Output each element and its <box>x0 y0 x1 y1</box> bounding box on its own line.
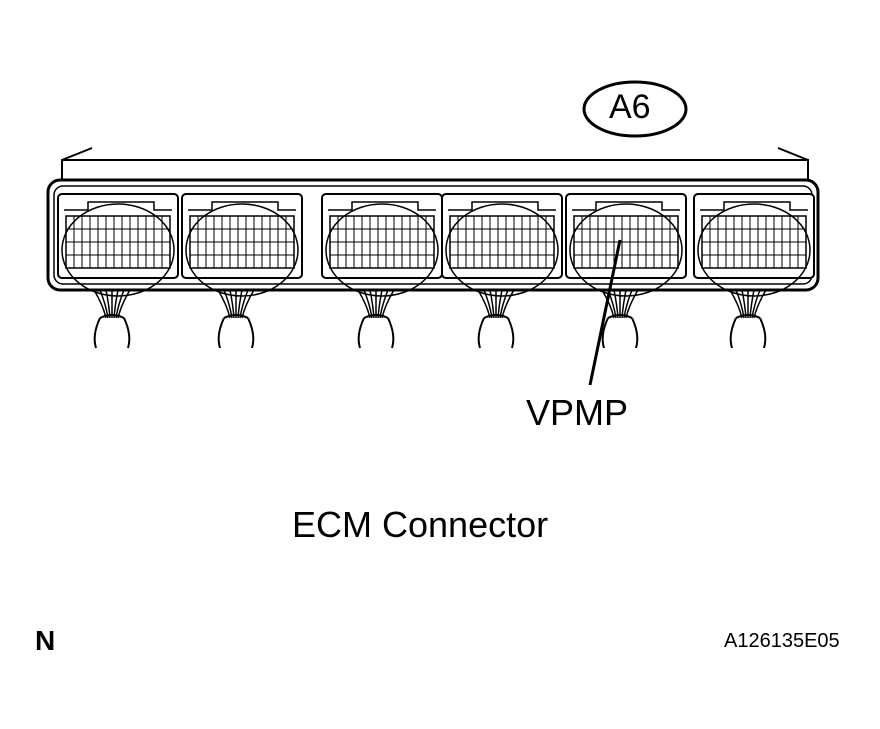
block-key <box>328 201 436 211</box>
connector-tag-oval <box>582 80 688 138</box>
block-outline <box>565 193 687 279</box>
connector-block <box>441 193 563 297</box>
block-outline <box>57 193 179 279</box>
connector-tag-label: A6 <box>609 88 651 126</box>
block-lock-ring <box>697 203 811 297</box>
diagram-caption: ECM Connector <box>292 504 549 545</box>
block-key <box>188 201 296 211</box>
wire-sheath-top <box>607 314 633 319</box>
pin-label-vpmp: VPMP <box>526 392 629 433</box>
connector-block <box>321 193 443 297</box>
block-lock-ring <box>445 203 559 297</box>
wire-sheath-top <box>483 314 509 319</box>
wire-sheath-right <box>631 317 639 349</box>
wire-sheath-top <box>735 314 761 319</box>
block-key <box>448 201 556 211</box>
wire-sheath-right <box>387 317 395 349</box>
wire-sheath-right <box>247 317 255 349</box>
corner-mark: N <box>35 625 56 656</box>
block-key <box>64 201 172 211</box>
vpmp-leader-line <box>588 239 622 386</box>
wire-sheath-right <box>759 317 767 349</box>
figure-id: A126135E05 <box>724 630 840 652</box>
wire-sheath-left <box>217 317 225 349</box>
block-lock-ring <box>61 203 175 297</box>
block-key <box>572 201 680 211</box>
block-outline <box>693 193 815 279</box>
block-outline <box>181 193 303 279</box>
wire-bundle <box>93 289 131 349</box>
block-lock-ring <box>185 203 299 297</box>
wire-sheath-left <box>357 317 365 349</box>
bracket-line <box>61 147 809 182</box>
block-lock-ring <box>325 203 439 297</box>
wire-bundle <box>217 289 255 349</box>
wire-sheath-right <box>507 317 515 349</box>
wire-sheath-top <box>363 314 389 319</box>
wire-sheath-left <box>601 317 609 349</box>
wire-sheath-left <box>729 317 737 349</box>
block-lock-ring <box>569 203 683 297</box>
wire-sheath-left <box>93 317 101 349</box>
block-key <box>700 201 808 211</box>
block-outline <box>441 193 563 279</box>
wire-bundle <box>357 289 395 349</box>
wire-sheath-left <box>477 317 485 349</box>
wire-bundle <box>477 289 515 349</box>
connector-block <box>181 193 303 297</box>
wire-bundle <box>729 289 767 349</box>
wire-sheath-right <box>123 317 131 349</box>
wire-sheath-top <box>99 314 125 319</box>
block-outline <box>321 193 443 279</box>
connector-block <box>57 193 179 297</box>
connector-block <box>565 193 687 297</box>
wire-sheath-top <box>223 314 249 319</box>
connector-block <box>693 193 815 297</box>
